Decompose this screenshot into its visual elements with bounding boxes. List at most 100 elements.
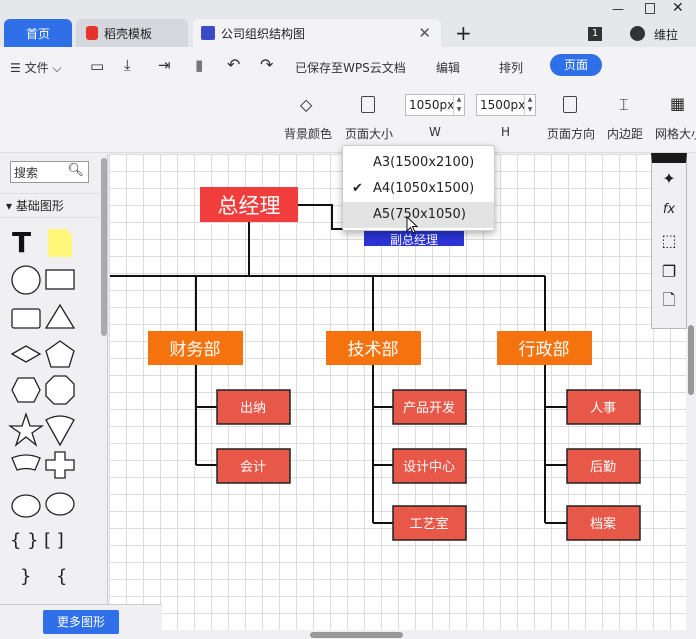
item-label: A3(1500x2100): [373, 155, 475, 170]
navigator-icon[interactable]: ✦: [662, 169, 676, 188]
department-box[interactable]: [148, 331, 243, 365]
padding-icon[interactable]: ⌶: [619, 95, 629, 114]
note-shape[interactable]: [48, 229, 72, 257]
close-tab-icon[interactable]: ✕: [418, 24, 431, 42]
ceo-box[interactable]: [200, 187, 298, 222]
page-size-button[interactable]: 页面大小: [345, 127, 394, 141]
shape-search-input[interactable]: 搜索🔍︎: [10, 161, 89, 183]
triangle-shape[interactable]: [44, 303, 76, 329]
unit-label: 会计: [240, 460, 266, 475]
department-box[interactable]: [497, 331, 592, 365]
height-value: 1500px: [480, 98, 526, 112]
mouse-cursor-icon: [406, 216, 418, 234]
rectangle-shape[interactable]: [45, 269, 75, 290]
unit-label: 档案: [590, 517, 616, 532]
text-shape[interactable]: T: [12, 226, 31, 259]
new-tab-button[interactable]: +: [455, 21, 472, 45]
grid-icon[interactable]: ▦: [670, 94, 686, 113]
check-icon: ✔: [352, 181, 363, 196]
tab-templates[interactable]: 稻壳模板: [76, 19, 188, 47]
unit-box[interactable]: [566, 389, 641, 425]
unit-box[interactable]: [566, 448, 641, 484]
format-painter-icon[interactable]: ▮: [195, 56, 204, 74]
unit-box[interactable]: [216, 448, 291, 484]
pentagon-shape[interactable]: [45, 340, 75, 368]
menu-arrange[interactable]: 排列: [499, 61, 524, 75]
orientation-icon[interactable]: [563, 96, 577, 113]
search-icon[interactable]: 🔍︎: [67, 163, 84, 178]
redo-icon[interactable]: ↷: [260, 55, 274, 74]
download-icon[interactable]: ⤓: [124, 56, 131, 74]
window-maximize[interactable]: [645, 3, 655, 14]
pages-icon[interactable]: ❐: [661, 262, 677, 281]
brackets-shape[interactable]: [ ]: [44, 530, 64, 551]
width-stepper[interactable]: ▲▼: [453, 95, 464, 115]
padding-button[interactable]: 内边距: [607, 127, 644, 141]
width-label: W: [429, 125, 441, 139]
unit-box[interactable]: [216, 389, 291, 425]
height-input[interactable]: 1500px▲▼: [476, 94, 536, 116]
menu-edit[interactable]: 编辑: [436, 61, 461, 75]
cross-shape[interactable]: [45, 451, 75, 479]
unit-label: 工艺室: [409, 516, 448, 532]
formula-icon[interactable]: fx: [662, 202, 676, 217]
toolbar: ☰ 文件 ⌵ ▭ ⤓ ⇥ ▮ ↶ ↷ 已保存至WPS云文档 编辑 排列 页面: [0, 47, 696, 153]
braces-shape[interactable]: { }: [10, 530, 39, 551]
grid-size-button[interactable]: 网格大小: [655, 127, 696, 141]
save-status: 已保存至WPS云文档: [295, 61, 406, 75]
height-label: H: [501, 125, 511, 139]
unit-box[interactable]: [392, 389, 467, 425]
menu-page[interactable]: 页面: [550, 54, 602, 76]
sector-shape[interactable]: [45, 415, 75, 447]
section-label: 基础图形: [15, 199, 64, 213]
tab-org-chart[interactable]: 公司组织结构图✕: [193, 19, 441, 47]
page-size-panel-icon[interactable]: ⬚: [661, 231, 677, 250]
save-icon[interactable]: ▭: [90, 57, 105, 75]
window-close[interactable]: ✕: [672, 0, 684, 16]
callout-shape[interactable]: [45, 492, 75, 516]
more-shapes-button[interactable]: 更多图形: [43, 610, 119, 634]
file-menu[interactable]: ☰ 文件 ⌵: [10, 61, 62, 75]
right-brace-shape[interactable]: }: [20, 566, 31, 587]
horizontal-scrollbar[interactable]: [310, 632, 403, 638]
unit-box[interactable]: [392, 448, 467, 484]
unit-box[interactable]: [392, 505, 467, 541]
avatar[interactable]: [630, 26, 645, 41]
vertical-scrollbar[interactable]: [688, 325, 694, 395]
page-size-icon[interactable]: [361, 96, 375, 113]
menu-item-a3[interactable]: A3(1500x2100): [343, 150, 494, 176]
workspace-badge[interactable]: 1: [588, 27, 602, 41]
section-basic-shapes[interactable]: ▾ 基础图形: [0, 193, 100, 218]
menu-item-a5[interactable]: A5(750x1050): [343, 202, 494, 228]
hexagon-shape[interactable]: [11, 377, 41, 403]
page-icon[interactable]: 🗋︎: [662, 290, 676, 309]
rounded-rect-shape[interactable]: [11, 308, 41, 329]
user-name[interactable]: 维拉: [654, 28, 679, 42]
orientation-button[interactable]: 页面方向: [547, 127, 596, 141]
left-brace-shape[interactable]: {: [56, 566, 67, 587]
export-icon[interactable]: ⇥: [158, 56, 171, 74]
bg-color-button[interactable]: 背景颜色: [284, 127, 333, 141]
unit-label: 后勤: [590, 460, 616, 475]
star-shape[interactable]: [7, 411, 45, 447]
undo-icon[interactable]: ↶: [227, 55, 241, 74]
sidebar-scrollbar[interactable]: [101, 158, 107, 336]
arc-band-shape[interactable]: [11, 454, 41, 471]
department-box[interactable]: [326, 331, 421, 365]
tab-home[interactable]: 首页: [4, 19, 72, 47]
menu-item-a4[interactable]: ✔A4(1050x1500): [343, 176, 494, 202]
unit-box[interactable]: [566, 505, 641, 541]
height-stepper[interactable]: ▲▼: [524, 95, 535, 115]
cloud-shape[interactable]: [11, 494, 41, 518]
diagram-icon: [201, 26, 215, 40]
bg-color-icon[interactable]: ◇: [300, 95, 313, 114]
page-size-dropdown: A3(1500x2100) ✔A4(1050x1500) A5(750x1050…: [342, 145, 495, 231]
file-label: 文件: [24, 61, 49, 75]
octagon-shape[interactable]: [45, 375, 75, 405]
tab-label: 稻壳模板: [104, 26, 153, 41]
width-input[interactable]: 1050px▲▼: [405, 94, 465, 116]
unit-label: 产品开发: [403, 400, 455, 416]
circle-shape[interactable]: [11, 265, 41, 295]
diamond-shape[interactable]: [10, 345, 42, 363]
window-minimize[interactable]: —: [612, 2, 624, 16]
